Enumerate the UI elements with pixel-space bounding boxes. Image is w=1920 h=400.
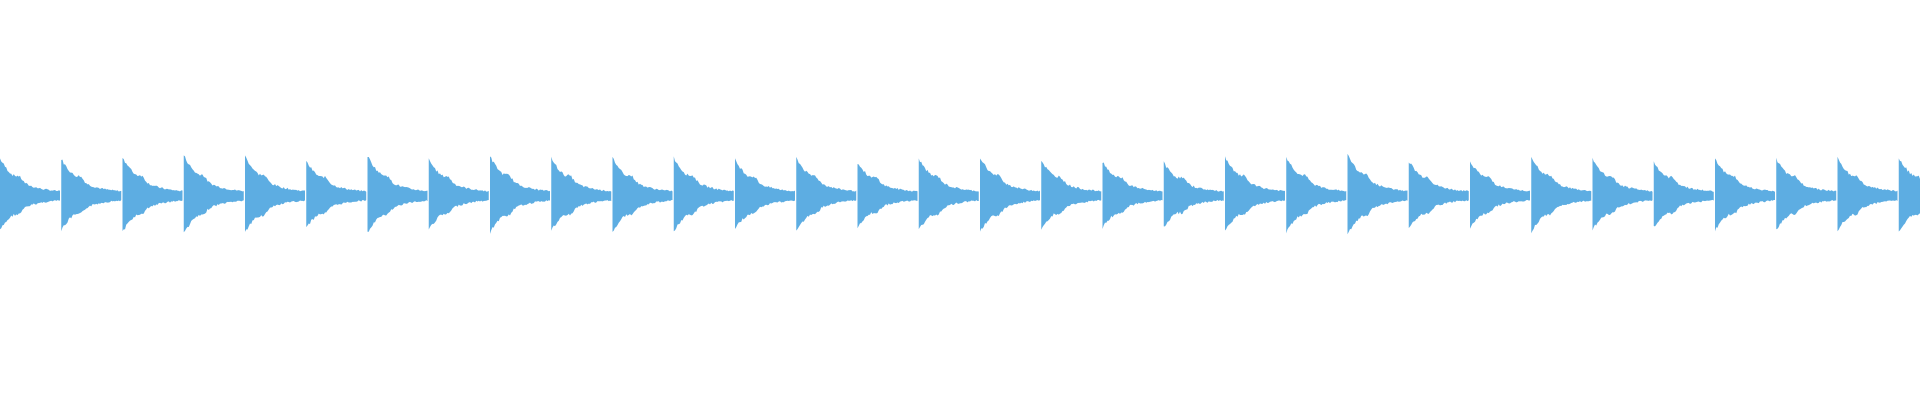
waveform-pulse	[1470, 161, 1530, 229]
waveform-pulse	[367, 156, 428, 232]
waveform-pulse	[1837, 156, 1898, 232]
waveform-pulse	[918, 158, 979, 230]
waveform-pulse	[122, 157, 183, 232]
waveform-pulse	[490, 156, 550, 234]
waveform-pulse	[857, 163, 918, 229]
waveform-pulse	[612, 156, 673, 232]
waveform-pulse	[61, 159, 122, 232]
waveform-pulse	[735, 158, 795, 229]
waveform-pulse	[245, 155, 305, 232]
waveform-pulse	[1531, 156, 1592, 234]
waveform-pulse	[1898, 158, 1920, 232]
waveform-pulse	[1286, 156, 1347, 234]
waveform-pulse	[1408, 162, 1469, 229]
waveform-pulse	[1653, 161, 1714, 227]
waveform-pulse	[183, 155, 244, 233]
waveform-pulses	[0, 153, 1920, 235]
waveform-pulse	[673, 156, 734, 232]
waveform-pulse	[1102, 162, 1163, 229]
waveform-pulse	[1041, 160, 1102, 230]
waveform-pulse	[1776, 157, 1837, 230]
waveform-pulse	[306, 160, 367, 228]
waveform-pulse	[796, 156, 857, 231]
waveform-pulse	[1163, 161, 1224, 227]
waveform-pulse	[980, 158, 1040, 232]
waveform-pulse	[551, 156, 612, 231]
waveform-pulse	[1715, 158, 1775, 232]
waveform-pulse	[1225, 156, 1285, 231]
waveform-pulse	[1347, 153, 1408, 235]
waveform-pulse	[428, 158, 489, 230]
waveform-pulse	[1592, 157, 1653, 231]
waveform-pulse	[0, 158, 60, 230]
